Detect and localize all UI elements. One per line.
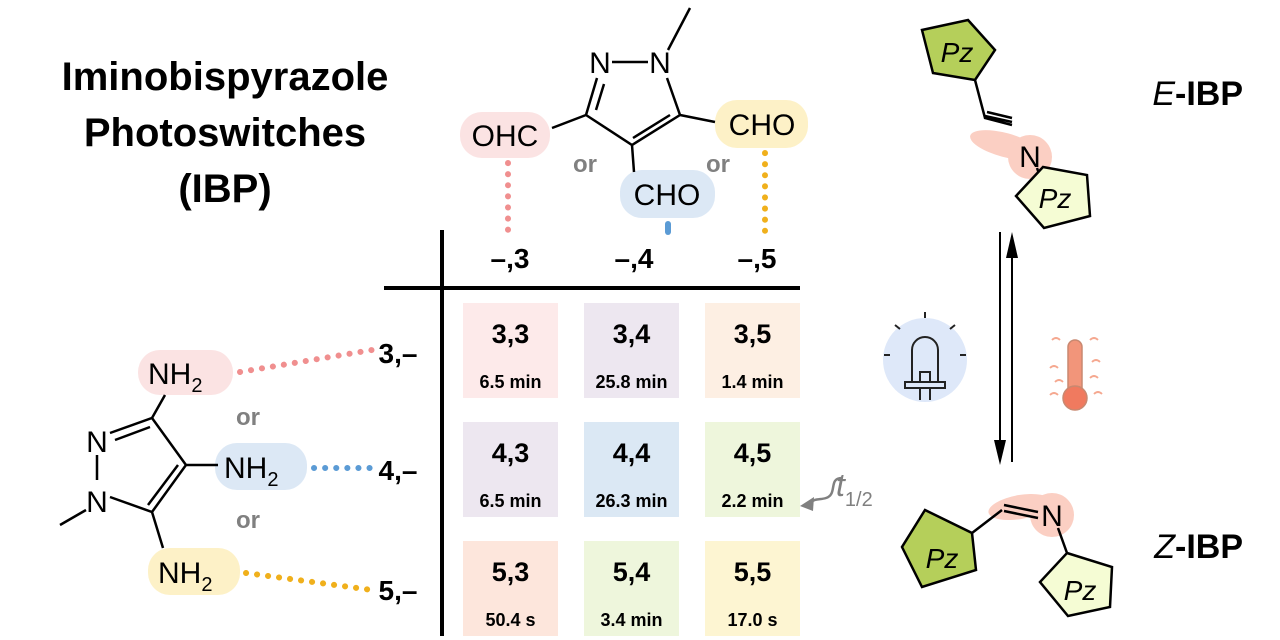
cell-half-life: 6.5 min — [479, 372, 541, 392]
pyrazole-ring-dark — [920, 18, 997, 82]
cell-background — [584, 303, 679, 398]
cell-background — [705, 541, 800, 636]
led-bulb-icon — [884, 312, 966, 400]
pz-label: Pz — [1064, 575, 1097, 606]
e-isomer: Pz N Pz E-IBP — [920, 18, 1243, 230]
cell-background — [705, 422, 800, 517]
column-header: –,3 — [491, 243, 530, 274]
pz-label: Pz — [941, 37, 974, 68]
column-header: –,5 — [738, 243, 777, 274]
or-label: or — [236, 507, 260, 534]
table-cell: 4,4 26.3 min — [584, 422, 679, 517]
imine-highlight — [1030, 493, 1074, 537]
thermometer-bulb — [1062, 385, 1088, 411]
table-cell: 3,5 1.4 min — [705, 303, 800, 398]
cell-half-life: 25.8 min — [595, 372, 667, 392]
cell-compound-id: 5,4 — [613, 557, 651, 587]
cell-half-life: 3.4 min — [600, 610, 662, 630]
cell-background — [463, 422, 558, 517]
e-ibp-label: E-IBP — [1152, 75, 1243, 113]
light-glow — [883, 318, 967, 402]
title: Iminobispyrazole Photoswitches (IBP) — [62, 55, 389, 211]
pz-label: Pz — [1039, 183, 1072, 214]
half-life-table: –,3 –,4 –,5 3,– 4,– 5,– 3,3 6.5 min 3,4 25.… — [379, 230, 873, 636]
ring-nitrogen: N — [86, 426, 108, 459]
table-cell: 4,3 6.5 min — [463, 422, 558, 517]
cell-background — [584, 541, 679, 636]
aldehyde-pyrazole: N N OHC CHO CHO or or — [460, 7, 808, 243]
nh2-5-highlight — [148, 548, 240, 595]
table-cell: 3,3 6.5 min — [463, 303, 558, 398]
pyrazole-ring-dark — [900, 508, 978, 589]
table-cell: 4,5 2.2 min — [705, 422, 800, 517]
table-cell: 3,4 25.8 min — [584, 303, 679, 398]
ohc-label: OHC — [472, 120, 539, 153]
cell-background — [584, 422, 679, 517]
cell-compound-id: 4,3 — [492, 438, 530, 468]
pyrazole-ring-light — [1038, 551, 1114, 618]
isomerization-arrows — [994, 232, 1018, 465]
title-line-1: Iminobispyrazole — [62, 55, 389, 99]
orange-dotted-connector — [243, 570, 375, 593]
arrowhead-up — [1006, 232, 1018, 258]
cell-half-life: 17.0 s — [727, 610, 777, 630]
cell-compound-id: 4,5 — [734, 438, 772, 468]
thermometer-icon — [1049, 337, 1103, 411]
pink-dotted-connector — [237, 347, 375, 375]
cell-half-life: 2.2 min — [721, 491, 783, 511]
z-isomer: N Pz Pz Z-IBP — [900, 493, 1243, 618]
title-line-3: (IBP) — [178, 167, 271, 211]
pz-label: Pz — [926, 543, 959, 574]
cell-half-life: 50.4 s — [485, 610, 535, 630]
imine-nitrogen: N — [1041, 500, 1063, 533]
cell-compound-id: 3,3 — [492, 319, 530, 349]
row-header: 3,– — [379, 338, 418, 369]
pyrazole-ring-light — [1014, 165, 1092, 230]
heat-waves — [1049, 337, 1103, 396]
t-half-label: t1/2 — [836, 467, 873, 511]
cell-background — [463, 541, 558, 636]
t-half-pointer — [809, 476, 843, 504]
table-cell: 5,3 50.4 s — [463, 541, 558, 636]
cho-5-highlight — [715, 100, 808, 148]
row-header: 5,– — [379, 575, 418, 606]
z-ibp-label: Z-IBP — [1153, 528, 1243, 566]
or-label: or — [706, 151, 730, 178]
cho-5-label: CHO — [729, 109, 796, 142]
cell-background — [705, 303, 800, 398]
nh2-5-label: NH2 — [158, 557, 212, 596]
arrowhead-down — [994, 440, 1006, 465]
or-label: or — [236, 404, 260, 431]
cell-compound-id: 4,4 — [613, 438, 651, 468]
cell-compound-id: 5,3 — [492, 557, 530, 587]
table-cell: 5,5 17.0 s — [705, 541, 800, 636]
nh2-3-label: NH2 — [148, 358, 202, 397]
or-label: or — [573, 151, 597, 178]
cell-compound-id: 3,5 — [734, 319, 772, 349]
cho-4-label: CHO — [634, 179, 701, 212]
column-header: –,4 — [615, 243, 654, 274]
cell-half-life: 26.3 min — [595, 491, 667, 511]
nh2-3-highlight — [138, 350, 233, 395]
cell-half-life: 6.5 min — [479, 491, 541, 511]
table-cell: 5,4 3.4 min — [584, 541, 679, 636]
ring-nitrogen: N — [86, 486, 108, 519]
imine-nitrogen: N — [1019, 141, 1041, 174]
ring-nitrogen: N — [649, 47, 671, 80]
cell-background — [463, 303, 558, 398]
cell-compound-id: 3,4 — [613, 319, 651, 349]
amine-pyrazole: N N NH2 NH2 NH2 or or — [59, 347, 375, 596]
cho-4-highlight — [620, 170, 715, 218]
ring-nitrogen: N — [589, 47, 611, 80]
title-line-2: Photoswitches — [84, 111, 366, 155]
light-icon — [883, 312, 967, 402]
nh2-4-highlight — [215, 443, 307, 490]
ohc-highlight — [460, 112, 550, 158]
cell-compound-id: 5,5 — [734, 557, 772, 587]
nh2-4-label: NH2 — [224, 452, 278, 491]
t-half-arrowhead — [800, 497, 814, 511]
row-header: 4,– — [379, 455, 418, 486]
cell-half-life: 1.4 min — [721, 372, 783, 392]
